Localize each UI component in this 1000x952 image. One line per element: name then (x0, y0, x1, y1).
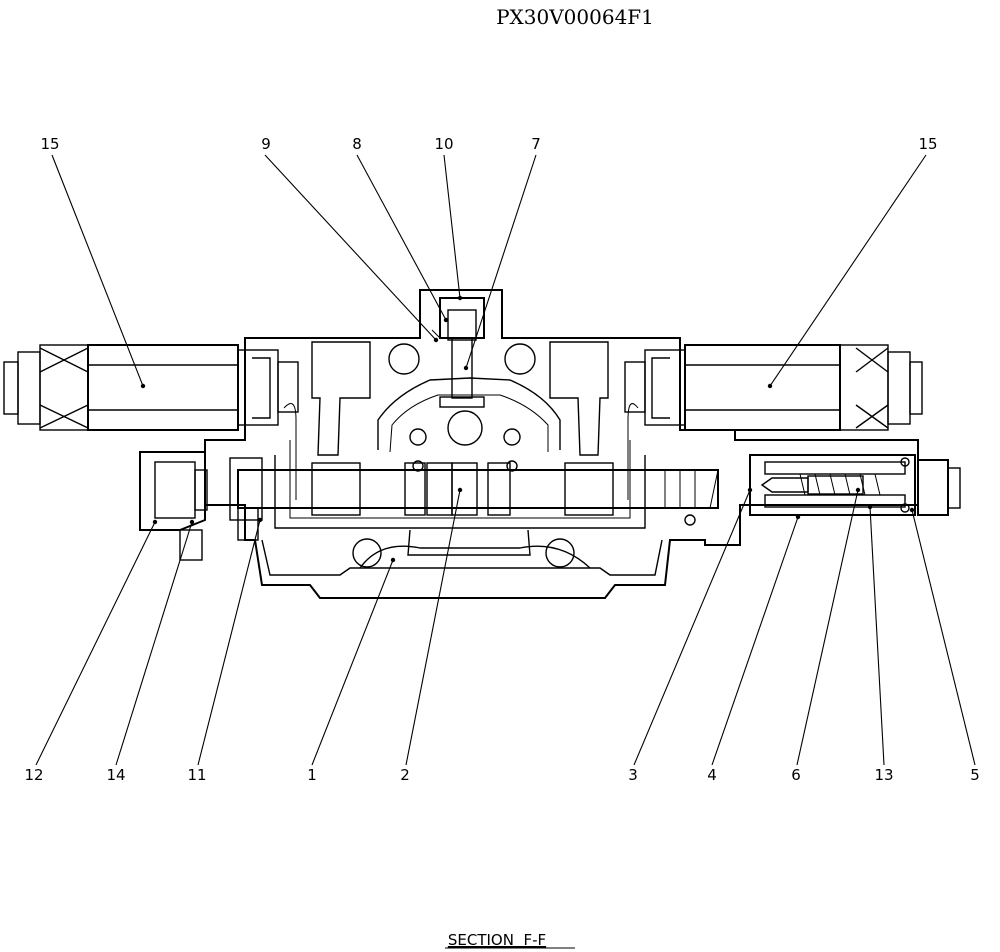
section-caption: SECTION F-F (448, 931, 546, 949)
center-check-assembly (431, 297, 485, 408)
spool (229, 457, 719, 521)
callout-10: 10 (434, 135, 453, 153)
callout-12: 12 (24, 766, 43, 784)
right-spring-assembly (664, 454, 961, 526)
leader-lines (35, 154, 976, 766)
valve-body (204, 289, 919, 599)
callout-15-right: 15 (918, 135, 937, 153)
callout-6: 6 (791, 766, 801, 784)
callout-14: 14 (106, 766, 125, 784)
callout-2: 2 (400, 766, 410, 784)
left-cap (139, 451, 259, 561)
solenoid-right (624, 344, 923, 431)
drawing-code: PX30V00064F1 (496, 5, 654, 29)
callout-5: 5 (970, 766, 980, 784)
callout-7: 7 (531, 135, 541, 153)
callout-8: 8 (352, 135, 362, 153)
callout-11: 11 (187, 766, 206, 784)
leader-dots (140, 295, 915, 563)
callout-13: 13 (874, 766, 893, 784)
callout-3: 3 (628, 766, 638, 784)
callout-labels: 15 9 8 10 7 15 12 14 11 1 2 3 4 6 13 5 (24, 135, 979, 784)
solenoid-left (3, 344, 299, 431)
callout-15-left: 15 (40, 135, 59, 153)
callout-4: 4 (707, 766, 717, 784)
callout-1: 1 (307, 766, 317, 784)
callout-9: 9 (261, 135, 271, 153)
